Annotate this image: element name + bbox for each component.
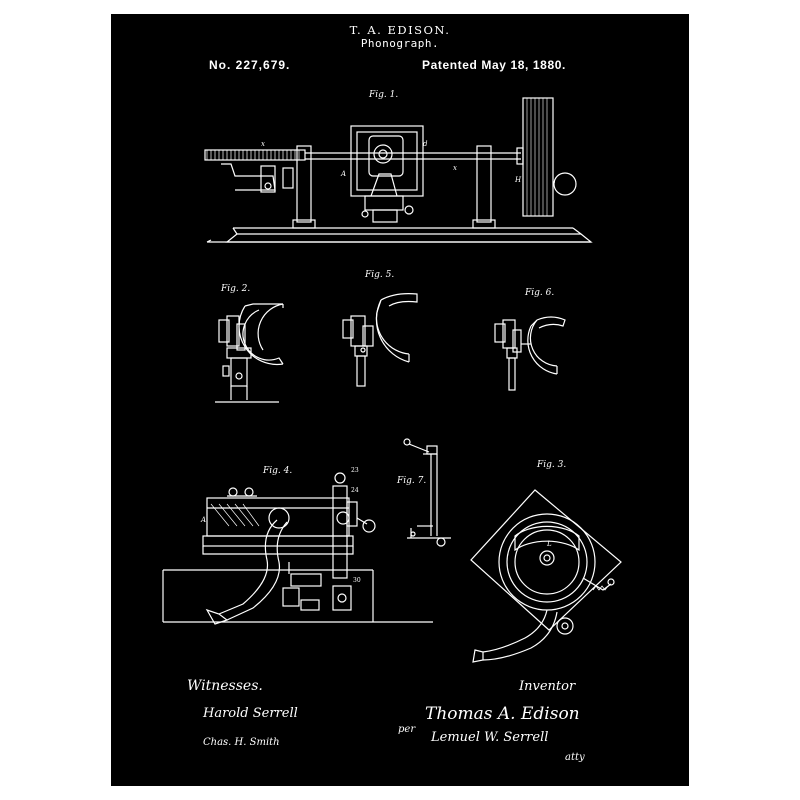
- witness-1-signature: Harold Serrell: [203, 706, 298, 721]
- fig6-label: Fig. 6.: [525, 288, 555, 298]
- patent-poster: x x H A d: [111, 14, 689, 786]
- patent-number: No. 227,679.: [209, 58, 291, 72]
- svg-text:L: L: [546, 540, 552, 548]
- inventor-heading: T. A. EDISON.: [349, 23, 451, 37]
- patent-date: Patented May 18, 1880.: [422, 58, 566, 72]
- inventor-signature: Thomas A. Edison: [425, 704, 580, 724]
- fig1-drawing: x x H A d: [204, 97, 593, 243]
- invention-title: Phonograph.: [360, 37, 440, 50]
- fig2-label: Fig. 2.: [221, 284, 251, 294]
- per-label: per: [398, 724, 416, 735]
- fig7-label: Fig. 7.: [397, 476, 427, 486]
- fig2-drawing: [215, 303, 284, 403]
- fig6-drawing: [494, 316, 566, 391]
- svg-text:30: 30: [353, 577, 361, 584]
- inventor-label: Inventor: [519, 679, 576, 694]
- witness-2-signature: Chas. H. Smith: [203, 737, 280, 748]
- attorney-signature: Lemuel W. Serrell: [431, 730, 549, 745]
- svg-text:24: 24: [351, 487, 359, 494]
- fig1-label: Fig. 1.: [369, 90, 399, 100]
- fig4-drawing: A 23 24 30: [162, 467, 433, 625]
- witnesses-label: Witnesses.: [187, 678, 263, 694]
- svg-text:H: H: [514, 176, 522, 184]
- svg-text:A: A: [200, 516, 206, 524]
- svg-text:A: A: [340, 170, 346, 178]
- svg-text:23: 23: [351, 467, 359, 474]
- fig5-drawing: [342, 293, 418, 387]
- patent-drawings: x x H A d: [162, 97, 622, 663]
- fig5-label: Fig. 5.: [365, 270, 395, 280]
- svg-text:x: x: [261, 140, 265, 148]
- attorney-abbr: atty: [565, 752, 585, 763]
- fig4-label: Fig. 4.: [263, 466, 293, 476]
- fig3-drawing: L: [470, 489, 622, 663]
- fig7-drawing: [403, 438, 451, 547]
- fig3-label: Fig. 3.: [537, 460, 567, 470]
- svg-text:x: x: [453, 164, 457, 172]
- svg-text:d: d: [423, 140, 428, 148]
